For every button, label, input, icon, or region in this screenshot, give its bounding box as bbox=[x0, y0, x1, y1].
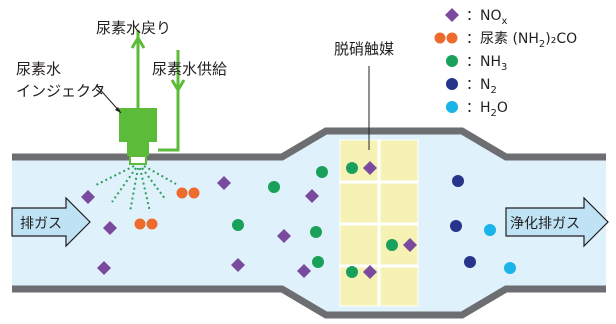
urea-dot bbox=[434, 32, 446, 44]
particle-layer bbox=[81, 161, 516, 279]
nox-particle bbox=[217, 176, 231, 190]
urea-spray bbox=[93, 165, 177, 213]
n2-particle bbox=[446, 78, 458, 90]
nox-particle bbox=[231, 258, 245, 272]
legend-item-h2o: ：H2O bbox=[446, 100, 508, 119]
legend-label-nh3: ：NH3 bbox=[466, 54, 507, 73]
n2-particle bbox=[450, 220, 462, 232]
nh3-particle bbox=[386, 239, 398, 251]
urea-particle bbox=[176, 187, 200, 199]
nh3-particle bbox=[268, 181, 280, 193]
pipe-wall-bottom bbox=[12, 285, 606, 319]
nh3-particle bbox=[310, 226, 322, 238]
urea-particle bbox=[134, 218, 158, 230]
nh3-particle bbox=[312, 256, 324, 268]
legend-item-urea: ：尿素 (NH2)₂CO bbox=[434, 31, 577, 50]
urea-dot bbox=[188, 187, 200, 199]
nh3-particle bbox=[446, 55, 458, 67]
legend-item-n2: ：N2 bbox=[446, 77, 497, 96]
legend-label-urea: ：尿素 (NH2)₂CO bbox=[466, 31, 577, 50]
h2o-particle bbox=[446, 101, 458, 113]
nox-particle bbox=[103, 221, 117, 235]
injector-label-line1: 尿素水 bbox=[16, 60, 61, 78]
legend-label-nox: ：NOx bbox=[466, 8, 508, 27]
urea-particle bbox=[434, 32, 458, 44]
urea-dot bbox=[134, 218, 146, 230]
exhaust-in-arrow: 排ガス bbox=[11, 196, 91, 248]
nox-particle bbox=[403, 238, 417, 252]
urea-injector bbox=[119, 108, 157, 165]
legend: ：NOx ：尿素 (NH2)₂CO ：NH3 ：N2 ：H2O bbox=[434, 8, 577, 119]
nox-particle bbox=[97, 261, 111, 275]
nox-particle bbox=[81, 190, 95, 204]
legend-item-nox: ：NOx bbox=[445, 8, 508, 27]
nh3-particle bbox=[346, 266, 358, 278]
catalyst-label: 脱硝触媒 bbox=[334, 40, 394, 58]
pipe-wall-top bbox=[12, 127, 606, 161]
nox-particle bbox=[445, 8, 459, 22]
urea-lines bbox=[130, 30, 186, 152]
urea-dot bbox=[146, 218, 158, 230]
n2-particle bbox=[452, 175, 464, 187]
nox-particle bbox=[305, 189, 319, 203]
h2o-particle bbox=[504, 262, 516, 274]
legend-label-n2: ：N2 bbox=[466, 77, 497, 96]
h2o-particle bbox=[484, 224, 496, 236]
nox-particle bbox=[363, 265, 377, 279]
nh3-particle bbox=[316, 166, 328, 178]
legend-label-h2o: ：H2O bbox=[466, 100, 508, 119]
urea-dot bbox=[176, 187, 188, 199]
injector-label-line2: インジェクタ bbox=[16, 82, 105, 100]
exhaust-out-arrow: 浄化排ガス bbox=[505, 196, 609, 248]
exhaust-out-label: 浄化排ガス bbox=[510, 216, 580, 232]
nox-particle bbox=[277, 229, 291, 243]
urea-supply-label: 尿素水供給 bbox=[152, 60, 227, 78]
n2-particle bbox=[464, 256, 476, 268]
nox-particle bbox=[297, 264, 311, 278]
nh3-particle bbox=[346, 162, 358, 174]
exhaust-in-label: 排ガス bbox=[20, 216, 62, 232]
legend-item-nh3: ：NH3 bbox=[446, 54, 507, 73]
urea-return-label: 尿素水戻り bbox=[96, 19, 171, 37]
urea-dot bbox=[446, 32, 458, 44]
nh3-particle bbox=[232, 219, 244, 231]
nox-particle bbox=[363, 161, 377, 175]
